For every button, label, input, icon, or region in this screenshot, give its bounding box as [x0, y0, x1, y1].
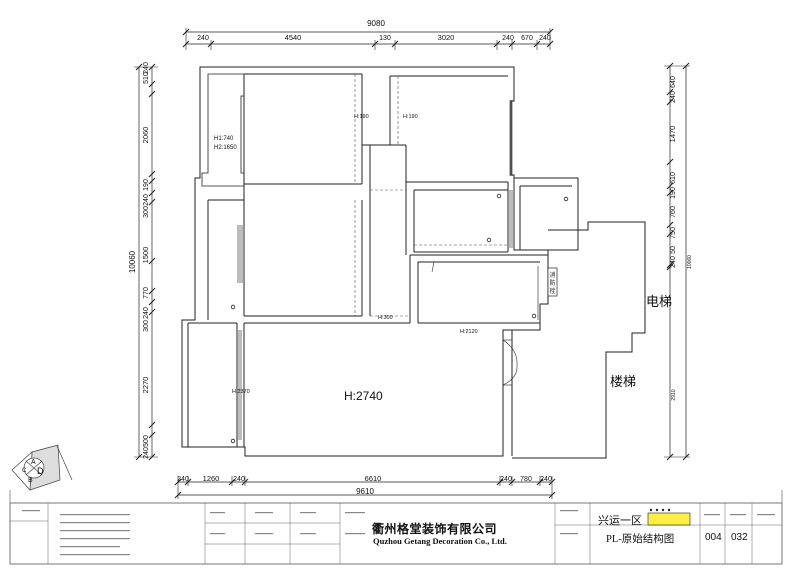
dim-right-9: 2910	[671, 389, 677, 400]
dim-bottom-1: 1260	[203, 474, 220, 483]
dim-bottom-3: 6610	[365, 474, 382, 483]
dim-bottom-5: 780	[520, 476, 532, 483]
height-190-b: H:190	[403, 114, 418, 120]
total-sheets: 032	[731, 532, 748, 543]
dim-right-3: 610	[670, 172, 677, 184]
dim-left-0: 510	[143, 72, 150, 84]
dim-left-3: 190	[143, 179, 150, 191]
kitchen-counter-mark	[418, 261, 435, 273]
height-h2: H2:1650	[214, 145, 237, 151]
top-dimension-chain	[182, 28, 554, 50]
beam-lines	[354, 74, 508, 317]
height-190-a: H:190	[354, 114, 369, 120]
title-block-grid	[10, 503, 782, 564]
dim-right-0: 640	[670, 76, 677, 88]
compass-b: B	[28, 477, 33, 484]
dim-right-4: 190	[670, 187, 677, 199]
height-300: H:300	[378, 315, 393, 321]
dim-left-total: 10060	[128, 250, 137, 273]
company-name-en: Quzhou Getang Decoration Co., Ltd.	[373, 536, 507, 546]
dim-top-4: 240	[502, 35, 514, 42]
title-block-fine-print	[22, 510, 775, 556]
windows	[237, 100, 539, 440]
dim-left-12: 500	[143, 435, 150, 447]
dim-top-total: 9080	[367, 19, 385, 28]
drawing-border	[9, 502, 783, 565]
walls	[181, 66, 646, 459]
dim-left-7: 770	[143, 287, 150, 299]
dim-right-7: 750	[670, 227, 677, 239]
dim-bottom-6: 240	[540, 476, 552, 483]
bottom-dimension-chain	[174, 476, 556, 499]
dim-top-0: 240	[197, 35, 209, 42]
drawing-name: PL-原始结构图	[606, 534, 675, 545]
dim-top-2: 130	[379, 35, 391, 42]
compass-a: A	[31, 459, 36, 466]
dim-left-10: 2270	[141, 377, 150, 394]
fire-hydrant-char-2: 防	[549, 279, 555, 287]
dim-left-8: 300	[143, 320, 150, 332]
outlet-markers	[230, 193, 569, 444]
right-dimension-chain	[664, 62, 690, 461]
stairs-label: 楼梯	[610, 374, 636, 389]
elevator-label: 电梯	[646, 294, 672, 309]
fire-hydrant-box	[547, 267, 558, 297]
dim-top-6: 240	[539, 35, 551, 42]
dim-top-3: 3020	[438, 33, 455, 42]
dim-right-1: 240	[670, 91, 677, 103]
dim-bottom-total: 9610	[356, 487, 374, 496]
height-2120: H:2120	[460, 329, 478, 335]
sheet-number: 004	[705, 532, 722, 543]
fire-hydrant-char-1: 消	[549, 271, 555, 279]
dim-bottom-2: 240	[233, 476, 245, 483]
dim-right-6: 240	[670, 256, 677, 268]
dim-left-1: 240	[143, 62, 150, 74]
project-highlight-dots	[649, 508, 671, 512]
dim-bottom-0: 240	[177, 476, 189, 483]
height-2740: H:2740	[344, 389, 383, 403]
compass-d: D	[37, 466, 44, 476]
dim-right-2: 1470	[668, 126, 677, 143]
dim-right-total: 10060	[687, 255, 693, 269]
dim-left-5: 240	[143, 194, 150, 206]
dim-right-5: 760	[670, 206, 677, 218]
left-dimension-chain	[134, 63, 158, 461]
project-name: 兴运一区	[598, 515, 642, 527]
dim-left-9: 240	[143, 307, 150, 319]
dim-right-8: 50	[670, 246, 677, 254]
dim-bottom-4: 240	[500, 476, 512, 483]
project-highlight	[647, 512, 691, 526]
dim-left-2: 2060	[141, 127, 150, 144]
dim-left-11: 240	[143, 447, 150, 459]
compass-symbol	[11, 444, 73, 491]
dim-top-1: 4540	[285, 33, 302, 42]
height-h1: H1:740	[214, 136, 234, 142]
entry-door	[502, 339, 518, 386]
height-2370: H:2370	[232, 389, 250, 395]
fire-hydrant-char-3: 栓	[549, 287, 555, 295]
compass-c: C	[22, 468, 27, 474]
dim-left-4: 300	[143, 206, 150, 218]
company-name-cn: 衢州格堂装饰有限公司	[372, 522, 498, 536]
dim-top-5: 670	[521, 35, 533, 42]
dim-left-6: 1500	[141, 247, 150, 264]
